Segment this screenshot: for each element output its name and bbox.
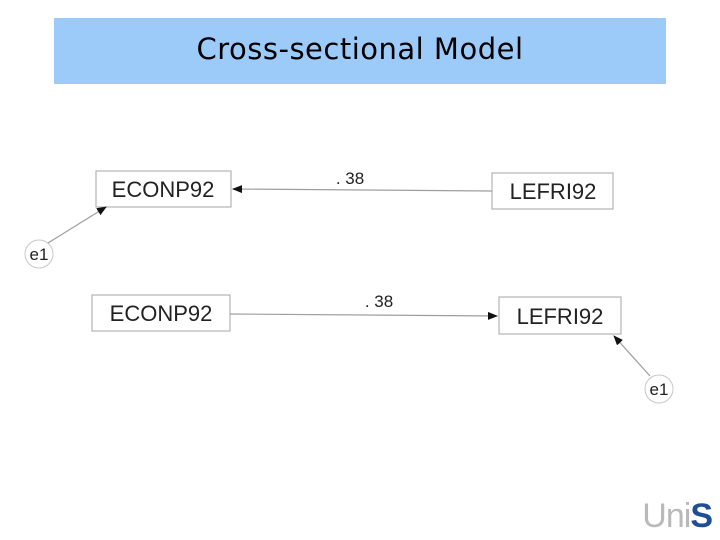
- error-node-e1: [24, 239, 54, 269]
- model-2: ECONP92 LEFRI92 . 38 e1: [91, 292, 674, 404]
- page-title: Cross-sectional Model: [196, 32, 524, 66]
- path-coefficient-label: . 38: [365, 292, 393, 311]
- error-arrow-e1: [47, 206, 107, 244]
- error-label-e1: e1: [650, 380, 669, 399]
- node-econp92-model1: [95, 170, 232, 208]
- error-node-e1: [644, 374, 674, 404]
- path-arrow-lefri-to-econp: [232, 185, 493, 194]
- error-arrow-e1: [613, 335, 651, 377]
- unis-logo: UniS: [642, 497, 713, 536]
- node-lefri92-model2: [498, 296, 622, 335]
- logo-text-bold: S: [690, 497, 713, 535]
- node-econp92-label: ECONP92: [112, 177, 215, 202]
- node-econp92-label: ECONP92: [110, 301, 213, 326]
- node-lefri92-label: LEFRI92: [517, 304, 604, 329]
- node-econp92-model2: [91, 294, 231, 332]
- path-arrow-econp-to-lefri: [229, 311, 498, 320]
- model-1: ECONP92 LEFRI92 . 38 e1: [24, 169, 614, 269]
- error-label-e1: e1: [30, 245, 49, 264]
- path-coefficient-label: . 38: [336, 169, 364, 188]
- logo-text-light: Uni: [642, 497, 691, 535]
- title-banner: Cross-sectional Model: [54, 18, 666, 84]
- node-lefri92-label: LEFRI92: [510, 179, 597, 204]
